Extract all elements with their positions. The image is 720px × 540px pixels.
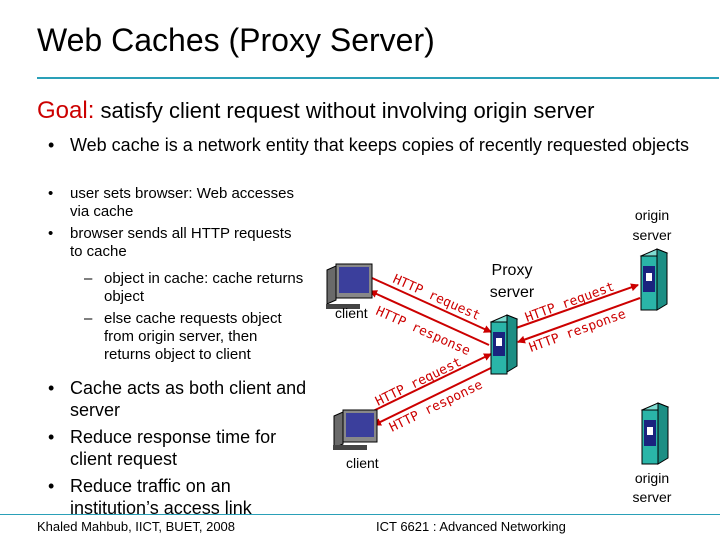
origin-server-top-icon xyxy=(639,248,669,311)
benefits-list: Cache acts as both client and server Red… xyxy=(48,377,310,519)
arrow-response-origin-to-proxy xyxy=(517,297,641,344)
origin-bottom-label-line1: origin xyxy=(635,470,669,486)
arrow-request-client2-to-proxy xyxy=(370,353,492,413)
goal-text: satisfy client request without involving… xyxy=(94,98,595,123)
footer-course: ICT 6621 : Advanced Networking xyxy=(376,519,566,534)
goal-line: Goal: satisfy client request without inv… xyxy=(37,97,595,125)
sub-bullet-cache-hit: object in cache: cache returns object xyxy=(84,270,304,306)
footer-author: Khaled Mahbub, IICT, BUET, 2008 xyxy=(37,519,236,534)
origin-bottom-label-line2: server xyxy=(633,489,672,505)
arrow-response-proxy-to-client1 xyxy=(369,290,490,346)
arrow-request-client1-to-proxy xyxy=(371,277,492,333)
browser-list: user sets browser: Web accesses via cach… xyxy=(48,185,295,261)
intro-list: Web cache is a network entity that keeps… xyxy=(48,134,710,156)
client-bottom-label: client xyxy=(346,455,379,471)
bullet-user-sets: user sets browser: Web accesses via cach… xyxy=(48,185,295,221)
origin-top-label-line1: origin xyxy=(635,207,669,223)
sub-bullet-cache-miss: else cache requests object from origin s… xyxy=(84,310,304,364)
title-divider xyxy=(37,77,719,79)
footer-divider xyxy=(0,514,720,515)
bullet-acts: Cache acts as both client and server xyxy=(48,377,310,421)
origin-top-label-line2: server xyxy=(633,227,672,243)
client-top-label: client xyxy=(335,305,368,321)
proxy-label-line1: Proxy xyxy=(492,262,533,279)
bullet-reduce-traffic: Reduce traffic on an institution’s acces… xyxy=(48,475,310,519)
arrow-request-proxy-to-origin xyxy=(515,283,639,329)
slide-title: Web Caches (Proxy Server) xyxy=(37,22,435,58)
bullet-browser-sends: browser sends all HTTP requests to cache xyxy=(48,225,295,261)
proxy-server-icon xyxy=(489,314,519,375)
client-top-computer-icon xyxy=(326,263,373,309)
sub-list: object in cache: cache returns object el… xyxy=(84,270,304,364)
bullet-reduce-response: Reduce response time for client request xyxy=(48,426,310,470)
origin-server-bottom-icon xyxy=(640,402,670,465)
proxy-label-line2: server xyxy=(490,284,535,301)
client-bottom-computer-icon xyxy=(333,409,378,450)
bullet-intro: Web cache is a network entity that keeps… xyxy=(48,134,710,156)
arrow-response-proxy-to-client2 xyxy=(373,365,496,426)
goal-label: Goal: xyxy=(37,97,95,124)
